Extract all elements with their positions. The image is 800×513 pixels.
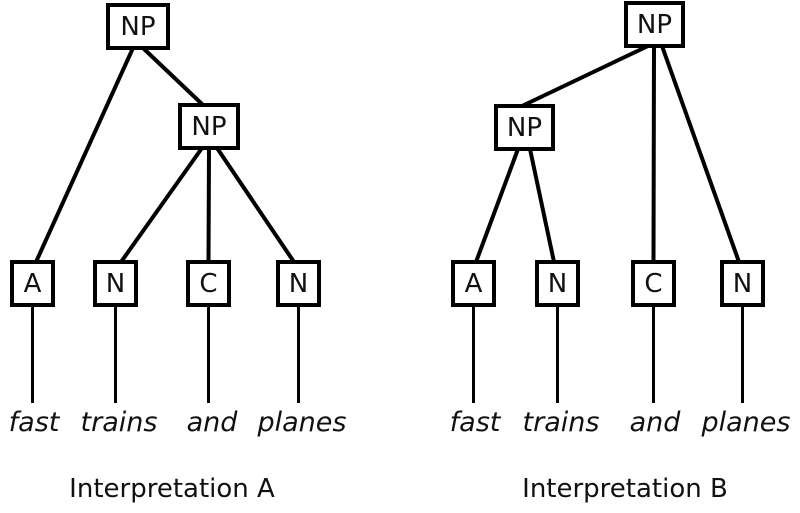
node-label: NP	[637, 10, 672, 40]
branch-edge	[474, 148, 520, 263]
node-label: N	[733, 269, 752, 299]
word-label: fast	[450, 407, 502, 438]
node-a-np-sub[interactable]: NP	[178, 103, 240, 150]
node-b-np-root[interactable]: NP	[624, 1, 685, 48]
node-b-pos-n2[interactable]: N	[720, 260, 765, 307]
branch-edge	[528, 148, 556, 263]
word-label: and	[630, 407, 682, 438]
node-box	[624, 1, 685, 48]
node-box	[178, 103, 240, 150]
node-box	[720, 260, 765, 307]
node-label: N	[289, 269, 308, 299]
node-label: NP	[120, 12, 155, 42]
node-label: C	[199, 269, 217, 299]
branch-edge	[141, 46, 205, 107]
node-b-np-sub[interactable]: NP	[494, 104, 555, 151]
node-a-pos-a[interactable]: A	[10, 260, 55, 307]
node-box	[451, 260, 496, 307]
node-box	[10, 260, 55, 307]
word-label: planes	[257, 407, 347, 438]
word-label: planes	[701, 407, 791, 438]
node-b-pos-a[interactable]: A	[451, 260, 496, 307]
node-b-pos-n1[interactable]: N	[535, 260, 580, 307]
word-label: trains	[523, 407, 600, 438]
node-a-np-root[interactable]: NP	[106, 3, 170, 50]
branch-edge	[215, 146, 296, 264]
node-a-pos-c[interactable]: C	[186, 260, 231, 307]
node-a-pos-n2[interactable]: N	[276, 260, 321, 307]
node-label: NP	[507, 113, 542, 143]
branch-edge	[521, 44, 649, 108]
node-box	[494, 104, 555, 151]
node-box	[106, 3, 170, 50]
branch-edge	[651, 45, 656, 263]
node-label: C	[644, 269, 662, 299]
node-label: NP	[191, 112, 226, 142]
node-box	[535, 260, 580, 307]
node-label: A	[465, 269, 483, 299]
node-label: N	[106, 269, 125, 299]
word-label: and	[187, 407, 239, 438]
branch-edge	[34, 47, 135, 263]
node-box	[276, 260, 321, 307]
node-label: N	[548, 269, 567, 299]
node-b-pos-c[interactable]: C	[631, 260, 676, 307]
word-label: trains	[81, 407, 158, 438]
word-label: fast	[9, 407, 61, 438]
tree-caption: Interpretation B	[522, 474, 728, 504]
node-a-pos-n1[interactable]: N	[93, 260, 138, 307]
tree-caption: Interpretation A	[69, 474, 275, 504]
node-label: A	[24, 269, 42, 299]
branch-edge	[660, 45, 741, 263]
node-box	[631, 260, 676, 307]
node-box	[186, 260, 231, 307]
node-box	[93, 260, 138, 307]
branch-edge	[206, 147, 211, 263]
branch-edge	[119, 146, 204, 264]
